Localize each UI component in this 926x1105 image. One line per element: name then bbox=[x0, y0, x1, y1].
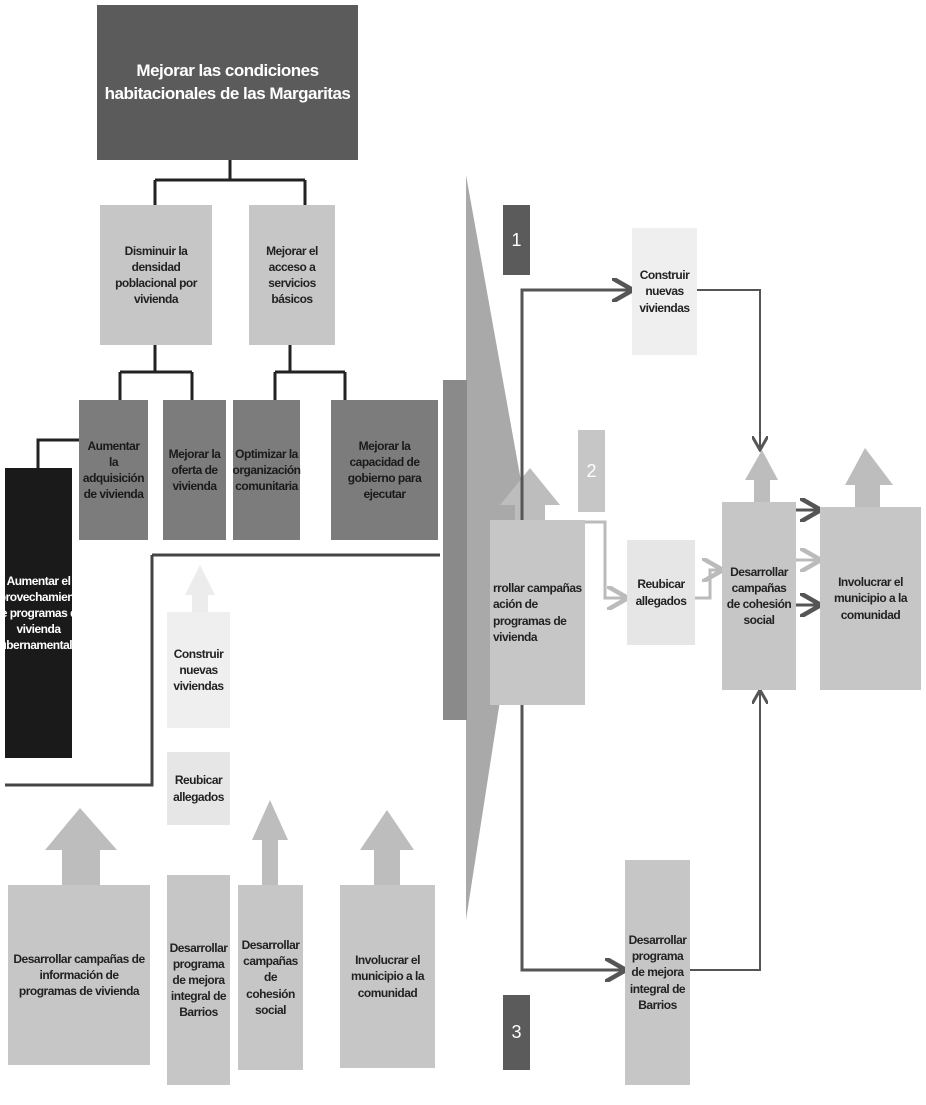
means-offer: Mejorar la oferta de vivienda bbox=[163, 400, 226, 540]
flow-relocate: Reubicar allegados bbox=[627, 540, 695, 645]
flow-build: Construir nuevas viviendas bbox=[632, 228, 697, 355]
action-municipality: Involucrar el municipio a la comunidad bbox=[340, 885, 435, 1068]
step-badge-1: 1 bbox=[503, 205, 530, 275]
chevron-shape bbox=[443, 175, 528, 920]
action-neighborhood-program: Desarrollar programa de mejora integral … bbox=[167, 875, 230, 1085]
action-relocate: Reubicar allegados bbox=[167, 752, 230, 825]
action-info-campaigns: Desarrollar campañas de información de p… bbox=[8, 885, 150, 1065]
step-badge-3: 3 bbox=[503, 995, 530, 1070]
goal-box: Mejorar las condiciones habitacionales d… bbox=[97, 5, 358, 160]
means-government: Mejorar la capacidad de gobierno para ej… bbox=[331, 400, 438, 540]
flow-municipality: Involucrar el municipio a la comunidad bbox=[820, 507, 921, 690]
action-cohesion: Desarrollar campañas de cohesión social bbox=[238, 885, 303, 1070]
action-build: Construir nuevas viviendas bbox=[167, 612, 230, 728]
means-acquisition: Aumentar la adquisición de vivienda bbox=[79, 400, 148, 540]
means-organization: Optimizar la organización comunitaria bbox=[233, 400, 301, 540]
objective-density: Disminuir la densidad poblacional por vi… bbox=[100, 205, 212, 345]
step-badge-2: 2 bbox=[578, 430, 605, 512]
flow-cohesion: Desarrollar campañas de cohesión social bbox=[722, 502, 796, 690]
objective-services: Mejorar el acceso a servicios básicos bbox=[249, 205, 335, 345]
flow-start-campaigns: rrollar campañas ación de programas de v… bbox=[490, 520, 585, 705]
means-programs: Aumentar el aprovechamiento de programas… bbox=[0, 468, 85, 758]
flow-neighborhood-program: Desarrollar programa de mejora integral … bbox=[625, 860, 690, 1085]
